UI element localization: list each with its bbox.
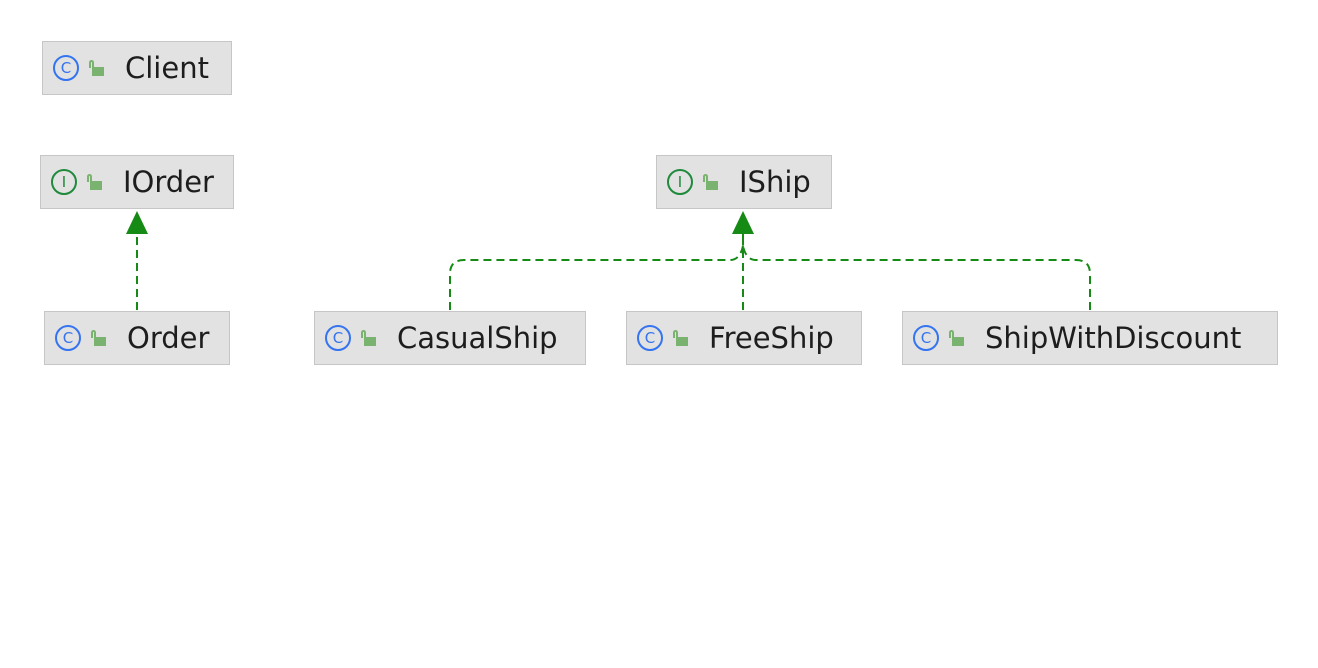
node-casualship[interactable]: C CasualShip xyxy=(314,311,586,365)
node-label: IShip xyxy=(739,165,811,199)
arrowhead-iorder xyxy=(126,211,148,234)
edge-shipwithdiscount-implements-iship xyxy=(742,232,1091,310)
interface-icon: I xyxy=(51,169,77,195)
node-iorder[interactable]: I IOrder xyxy=(40,155,234,209)
unlocked-lock-icon xyxy=(361,330,377,346)
class-icon: C xyxy=(55,325,81,351)
node-shipwithdiscount[interactable]: C ShipWithDiscount xyxy=(902,311,1278,365)
class-icon: C xyxy=(53,55,79,81)
node-label: ShipWithDiscount xyxy=(985,321,1242,355)
node-label: Client xyxy=(125,51,209,85)
unlocked-lock-icon xyxy=(673,330,689,346)
node-iship[interactable]: I IShip xyxy=(656,155,832,209)
unlocked-lock-icon xyxy=(89,60,105,76)
unlocked-lock-icon xyxy=(87,174,103,190)
class-icon: C xyxy=(325,325,351,351)
class-icon: C xyxy=(913,325,939,351)
unlocked-lock-icon xyxy=(949,330,965,346)
node-label: Order xyxy=(127,321,210,355)
unlocked-lock-icon xyxy=(703,174,719,190)
node-order[interactable]: C Order xyxy=(44,311,230,365)
arrowhead-iship xyxy=(732,211,754,234)
node-label: IOrder xyxy=(123,165,214,199)
node-freeship[interactable]: C FreeShip xyxy=(626,311,862,365)
node-label: FreeShip xyxy=(709,321,834,355)
class-icon: C xyxy=(637,325,663,351)
unlocked-lock-icon xyxy=(91,330,107,346)
edge-casualship-implements-iship xyxy=(449,232,744,310)
interface-icon: I xyxy=(667,169,693,195)
node-label: CasualShip xyxy=(397,321,558,355)
node-client[interactable]: C Client xyxy=(42,41,232,95)
